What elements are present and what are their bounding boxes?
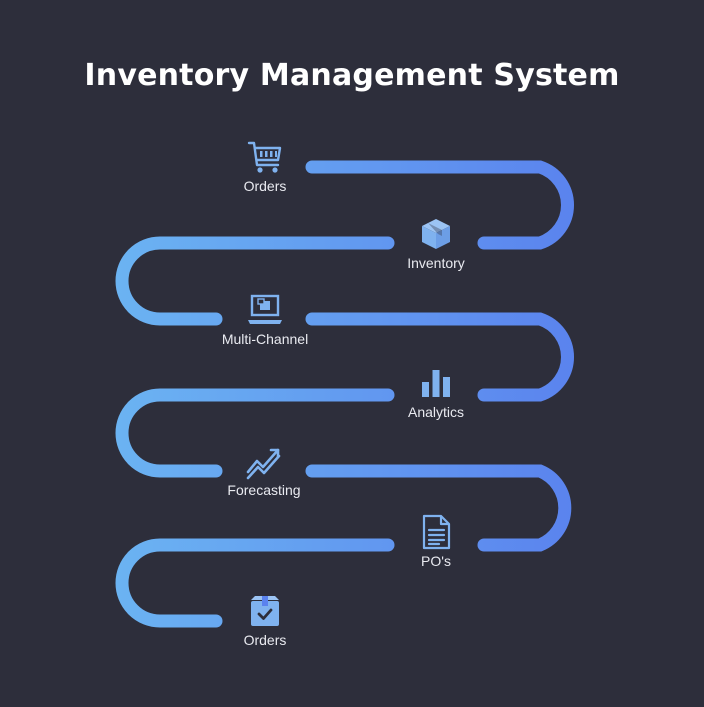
- step-forecasting: Forecasting: [194, 442, 334, 498]
- step-label: Multi-Channel: [221, 331, 309, 347]
- box-icon: [422, 219, 450, 249]
- page-title: Inventory Management System: [84, 58, 620, 93]
- path-segment: [115, 388, 395, 478]
- step-label: Inventory: [407, 255, 465, 271]
- step-label: Orders: [243, 178, 287, 194]
- path-segment: [305, 312, 574, 402]
- step-analytics: Analytics: [366, 364, 506, 420]
- trend-line-icon: [246, 448, 281, 480]
- bar-chart-icon: [422, 370, 450, 397]
- path-segment: [305, 464, 572, 552]
- shopping-cart-icon: [247, 141, 282, 173]
- step-label: Forecasting: [227, 482, 301, 498]
- laptop-icon: [248, 294, 282, 324]
- checked-package-icon: [251, 596, 279, 626]
- path-segment: [305, 160, 574, 250]
- step-orders: Orders: [195, 138, 335, 194]
- step-label: Analytics: [407, 404, 465, 420]
- path-segment: [115, 538, 395, 628]
- step-label: PO's: [421, 553, 451, 569]
- step-pos: PO's: [366, 513, 506, 569]
- step-multi-channel: Multi-Channel: [195, 291, 335, 347]
- step-orders-final: Orders: [195, 592, 335, 648]
- path-segment: [115, 236, 395, 326]
- step-label: Orders: [243, 632, 287, 648]
- step-inventory: Inventory: [366, 215, 506, 271]
- document-icon: [422, 514, 451, 550]
